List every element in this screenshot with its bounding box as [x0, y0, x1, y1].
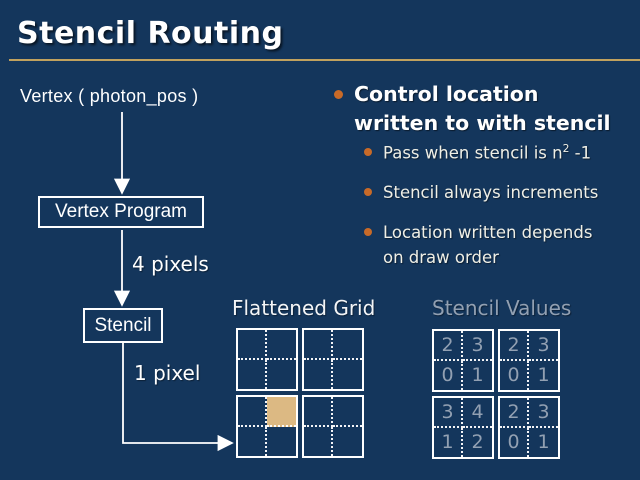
grid-cell: [238, 397, 267, 427]
stencil-value: 1: [434, 427, 463, 457]
grid-cell: [238, 330, 267, 360]
stencil-value: 3: [529, 331, 558, 361]
grid-cell: [304, 397, 333, 427]
grid-cell: [267, 427, 296, 457]
stencil-value: 4: [463, 398, 492, 428]
grid-block: [236, 395, 298, 458]
stencil-value: 1: [537, 431, 550, 454]
grid-cell: [267, 330, 296, 360]
bullet-icon: [364, 148, 372, 156]
bullet-icon: [364, 188, 372, 196]
grid-block: 2 3 0 1: [498, 396, 560, 459]
stencil-value: 0: [500, 360, 529, 390]
slide-title: Stencil Routing: [17, 16, 284, 51]
grid-cell: [238, 359, 267, 389]
stencil-value: 3: [463, 331, 492, 361]
arrow-stencil-to-grid: [122, 343, 234, 452]
stencil-value: 3: [529, 398, 558, 428]
main-bullet: Control location written to with stencil: [334, 80, 634, 137]
grid-cell: [238, 426, 267, 456]
stencil-value: 3: [434, 398, 463, 428]
bullet-icon: [364, 228, 372, 236]
vertex-program-label: Vertex Program: [55, 201, 187, 222]
main-bullet-text: Control location written to with stencil: [354, 82, 611, 135]
four-pixels-label: 4 pixels: [132, 252, 209, 276]
stencil-box-label: Stencil: [94, 314, 152, 336]
sub-bullet-3-text: Location written depends on draw order: [383, 223, 593, 267]
stencil-value: 1: [537, 364, 550, 387]
sub-bullet-1: Pass when stencil is n2 -1: [364, 141, 624, 166]
grid-cell-highlighted: [267, 397, 296, 427]
grid-cell: [304, 426, 333, 456]
one-pixel-label: 1 pixel: [134, 361, 201, 385]
grid-block: 3 4 1 2: [432, 396, 494, 459]
grid-block: 2 3 0 1: [498, 329, 560, 392]
grid-cell: [304, 359, 333, 389]
grid-block: [236, 328, 298, 391]
stencil-value: 2: [500, 398, 529, 428]
grid-cell: [267, 360, 296, 390]
grid-block: [302, 328, 364, 391]
stencil-value: 2: [434, 331, 463, 361]
vertex-program-box: Vertex Program: [38, 196, 204, 228]
stencil-value: 1: [471, 364, 484, 387]
stencil-value: 2: [471, 431, 484, 454]
sub-bullet-1-text: Pass when stencil is n2 -1: [383, 142, 592, 163]
sub-bullet-2-text: Stencil always increments: [383, 183, 599, 202]
sub-bullet-2: Stencil always increments: [364, 181, 624, 206]
stencil-values-grid: 2 3 0 1 2 3 0 1 3 4 1 2 2 3 0 1: [432, 329, 560, 459]
stencil-values-label: Stencil Values: [432, 296, 572, 320]
grid-cell: [333, 330, 362, 360]
vertex-input-label: Vertex ( photon_pos ): [20, 86, 199, 106]
grid-cell: [333, 360, 362, 390]
bullet-icon: [334, 90, 343, 99]
stencil-value: 0: [500, 427, 529, 457]
title-divider: [9, 59, 640, 61]
grid-cell: [333, 427, 362, 457]
grid-cell: [304, 330, 333, 360]
superscript: 2: [562, 142, 570, 155]
grid-block: [302, 395, 364, 458]
sub-bullet-3: Location written depends on draw order: [364, 221, 624, 271]
stencil-box: Stencil: [83, 308, 163, 343]
grid-block: 2 3 0 1: [432, 329, 494, 392]
stencil-value: 2: [500, 331, 529, 361]
stencil-value: 0: [434, 360, 463, 390]
flattened-grid-label: Flattened Grid: [232, 296, 376, 320]
grid-cell: [333, 397, 362, 427]
flattened-grid: [236, 328, 364, 458]
